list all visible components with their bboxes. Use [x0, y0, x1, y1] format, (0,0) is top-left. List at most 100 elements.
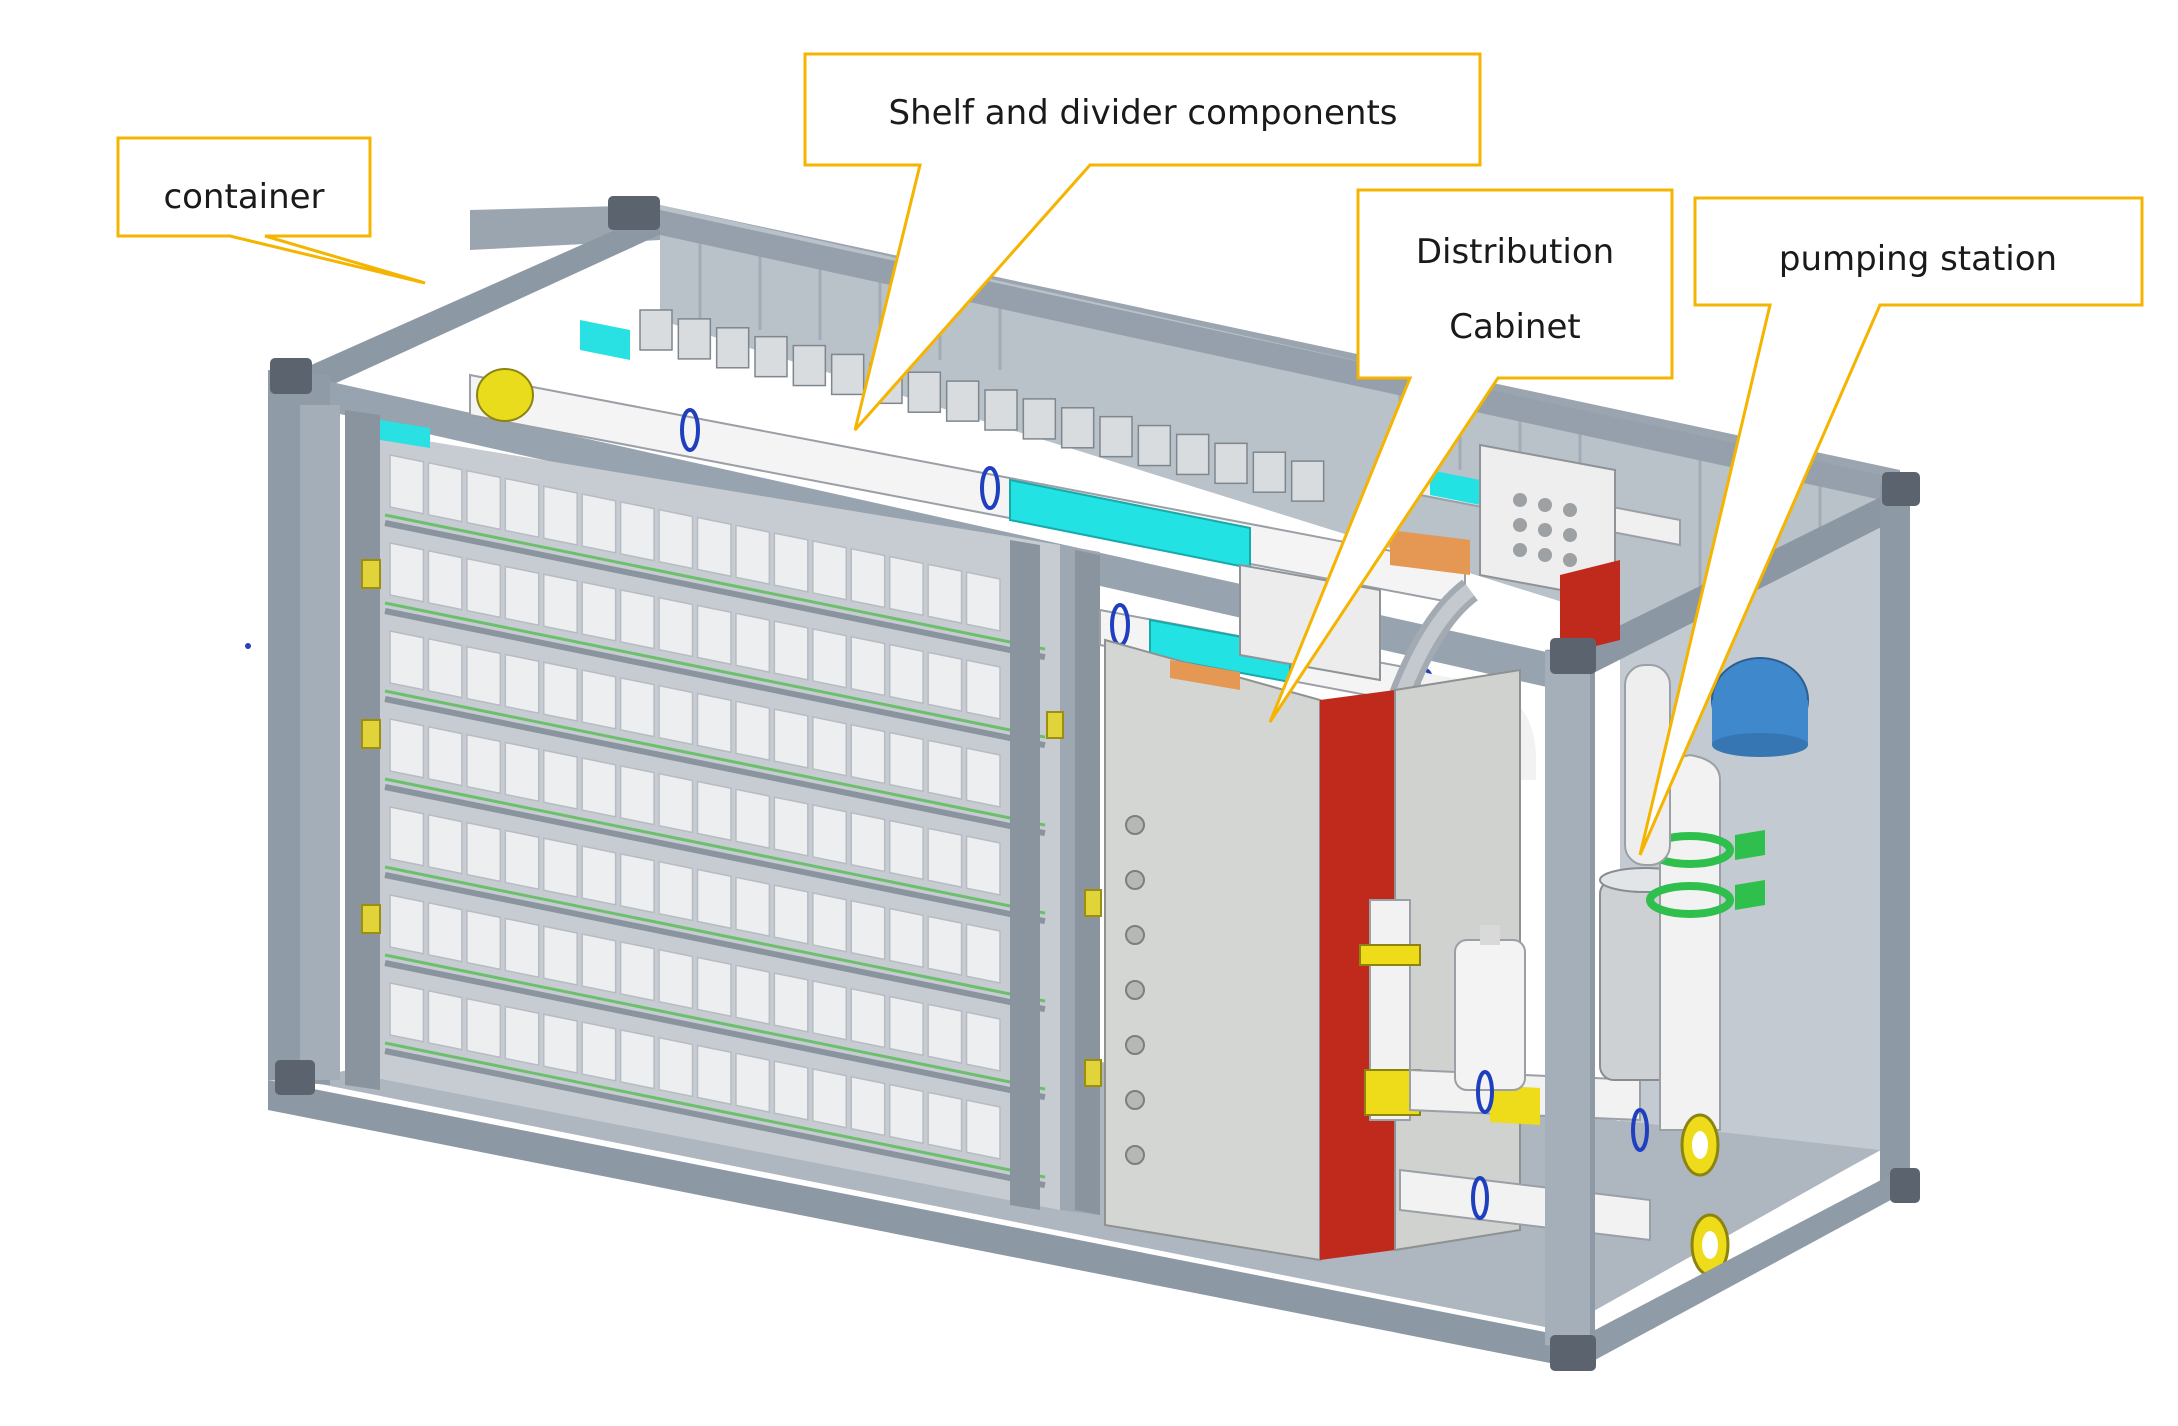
battery-cell [888, 907, 924, 969]
callout-shelf: Shelf and divider components [803, 52, 1482, 431]
battery-cell [773, 972, 809, 1033]
rack-posts [345, 410, 1100, 1215]
callouts: container Shelf and divider components D… [116, 52, 2144, 856]
callout-pumping-label: pumping station [1779, 239, 2057, 279]
divider-module [1099, 415, 1133, 458]
battery-cell [850, 899, 886, 961]
battery-cell [427, 813, 463, 875]
battery-cell [658, 860, 694, 922]
battery-cell [927, 1091, 963, 1153]
battery-cell [427, 637, 463, 699]
battery-cell [696, 956, 732, 1018]
callout-distribution: Distribution Cabinet [1268, 188, 1674, 723]
divider-module [677, 318, 712, 360]
battery-cell [619, 676, 655, 738]
battery-cell [850, 987, 886, 1049]
battery-cell [735, 876, 771, 938]
battery-cell [581, 669, 617, 730]
battery-cell [850, 547, 886, 609]
battery-cell [696, 516, 732, 578]
shelf-board [384, 520, 1046, 661]
battery-cell [389, 542, 425, 603]
shelf-board [384, 608, 1046, 749]
battery-cell [965, 1011, 1001, 1072]
battery-cell [735, 964, 771, 1026]
callout-pumping-box [1638, 196, 2144, 856]
battery-cell [504, 565, 540, 627]
battery-cell [581, 757, 617, 818]
pumping-station-model [1599, 657, 1809, 1277]
battery-cell [504, 917, 540, 979]
battery-cell [389, 806, 425, 867]
battery-cell [735, 524, 771, 586]
battery-cell [619, 852, 655, 914]
battery-cell [888, 643, 924, 705]
divider-module [1290, 460, 1325, 502]
battery-cell [965, 835, 1001, 896]
battery-cell [812, 804, 847, 865]
callout-distribution-line1: Distribution [1416, 232, 1614, 272]
battery-cell [812, 628, 847, 689]
battery-cell [696, 604, 732, 666]
battery-cell [427, 461, 463, 523]
shelf-board [384, 872, 1046, 1013]
battery-cell [581, 581, 617, 642]
battery-cell [466, 469, 502, 531]
battery-cell [466, 557, 502, 619]
battery-cell [735, 612, 771, 674]
battery-cell [888, 819, 924, 881]
battery-cell [504, 653, 540, 715]
battery-cell [965, 1099, 1001, 1160]
battery-cell [927, 739, 963, 801]
battery-cell [812, 1068, 847, 1129]
battery-cell [466, 645, 502, 707]
battery-cell [965, 747, 1001, 808]
shelf-board [384, 784, 1046, 925]
battery-cell [658, 508, 694, 570]
battery-cell [773, 708, 809, 769]
battery-cells [389, 454, 1001, 1160]
divider-module [945, 380, 980, 422]
battery-cell [466, 997, 502, 1059]
callout-container: container [116, 136, 426, 285]
shelf-rail [384, 865, 1046, 1003]
battery-cell [658, 772, 694, 834]
battery-cell [389, 630, 425, 691]
battery-cell [543, 749, 578, 810]
shelf-board [384, 1048, 1046, 1189]
battery-cell [389, 718, 425, 779]
battery-cell [888, 731, 924, 793]
battery-cell [427, 725, 463, 787]
shelf-rails [384, 513, 1046, 1189]
battery-cell [735, 788, 771, 850]
battery-cell [735, 700, 771, 762]
battery-cell [927, 915, 963, 977]
container-right-frame [1545, 475, 1910, 1360]
battery-cell [504, 477, 540, 539]
callout-distribution-box [1268, 188, 1674, 723]
callout-shelf-label: Shelf and divider components [889, 93, 1398, 133]
battery-cell [543, 1013, 578, 1074]
battery-cell [850, 811, 886, 873]
battery-cell [581, 1021, 617, 1082]
callout-container-box [116, 136, 426, 285]
battery-cell [927, 1003, 963, 1065]
battery-cell [658, 596, 694, 658]
battery-cell [773, 532, 809, 593]
battery-cell [619, 588, 655, 650]
battery-cell [850, 635, 886, 697]
battery-cell [658, 1036, 694, 1098]
battery-cell [927, 563, 963, 625]
battery-cell [389, 982, 425, 1043]
battery-cell [389, 454, 425, 515]
battery-cell [543, 925, 578, 986]
battery-cell [389, 894, 425, 955]
divider-module [984, 389, 1018, 431]
battery-cell [850, 1075, 886, 1137]
divider-module [907, 371, 942, 413]
battery-cell [581, 493, 617, 554]
battery-cell [696, 780, 732, 842]
battery-cell [773, 796, 809, 857]
divider-module [1252, 451, 1287, 493]
